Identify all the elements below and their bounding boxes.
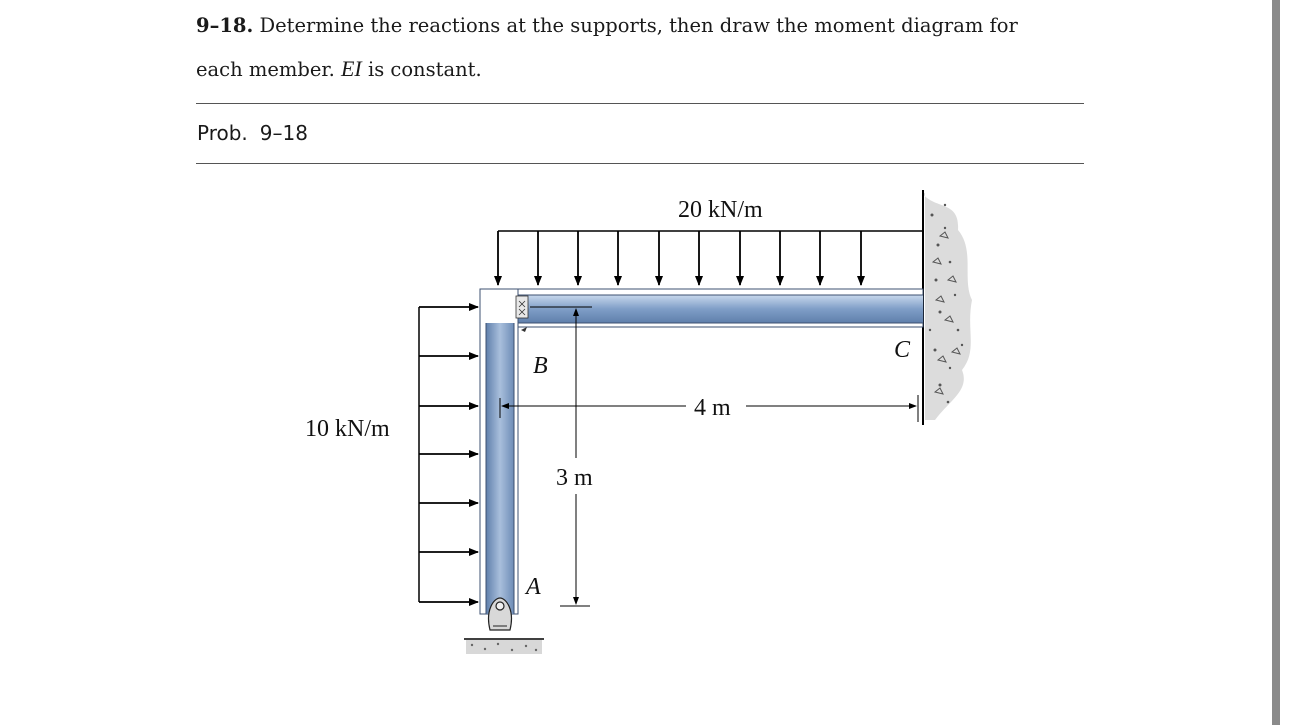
problem-text-2a: each member. [196, 58, 335, 81]
problem-line-2: each member. EI is constant. [196, 47, 1096, 91]
ei-symbol: EI [340, 56, 362, 81]
label-a: A [524, 574, 541, 600]
top-divider [196, 103, 1084, 104]
caption-prefix: Prob. [197, 121, 248, 145]
dimension-3m [530, 306, 592, 607]
member-ab [479, 288, 519, 615]
dimension-4m [499, 395, 919, 422]
span-3m-label: 3 m [556, 465, 593, 491]
fixed-wall-c [922, 190, 972, 425]
span-4m-label: 4 m [694, 395, 731, 421]
figure-caption: Prob. 9–18 [197, 121, 320, 145]
problem-statement: 9–18. Determine the reactions at the sup… [196, 4, 1096, 91]
connection-b [515, 295, 529, 332]
distributed-load-side [418, 303, 479, 606]
distributed-load-top [494, 230, 923, 286]
label-c: C [894, 337, 911, 363]
problem-text-1: Determine the reactions at the supports,… [259, 14, 1018, 37]
problem-text-2b: is constant. [367, 58, 482, 81]
caption-number: 9–18 [259, 121, 308, 145]
scrollbar[interactable] [1272, 0, 1280, 725]
member-bc [479, 288, 924, 328]
label-b: B [533, 353, 548, 379]
side-load-label: 10 kN/m [305, 416, 390, 442]
pin-support-a [464, 597, 544, 654]
top-load-label: 20 kN/m [678, 197, 763, 223]
problem-line-1: 9–18. Determine the reactions at the sup… [196, 4, 1096, 47]
problem-number: 9–18. [196, 14, 254, 37]
bottom-divider [196, 163, 1084, 164]
